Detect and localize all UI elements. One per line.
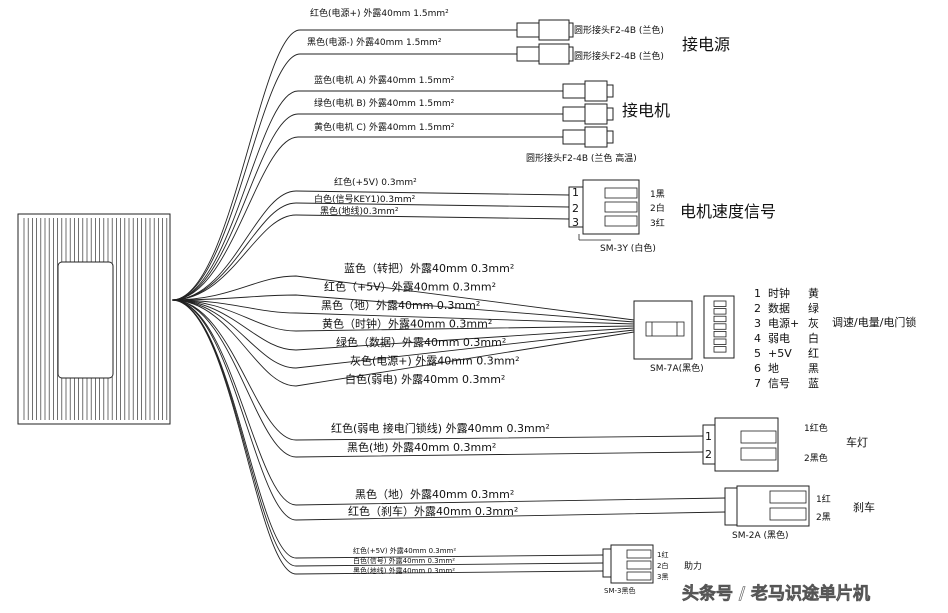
wire-label-brake-black: 黑色（地）外露40mm 0.3mm² — [355, 487, 514, 501]
assist-title: 助力 — [684, 560, 702, 572]
wire-label-assist-red: 红色(+5V) 外露40mm 0.3mm² — [353, 546, 456, 555]
pin-table-number: 2 — [754, 302, 761, 315]
pin-table-color: 黑 — [808, 362, 819, 375]
brake-pin-label-2: 2黑 — [816, 512, 831, 523]
headlight-pin-1: 1 — [705, 430, 712, 443]
pin-table-function: 弱电 — [768, 332, 790, 345]
pin-table-function: 数据 — [768, 301, 790, 315]
power-title: 接电源 — [682, 35, 730, 54]
pin-table-number: 6 — [754, 362, 761, 375]
wire-label-throttle-2: 红色（+5V）外露40mm 0.3mm² — [324, 280, 496, 294]
wire-label-speed-white: 白色(信号KEY1)0.3mm² — [314, 193, 416, 205]
watermark-text: 头条号 / 老马识途单片机 — [682, 583, 870, 604]
power-connector-2 — [516, 43, 574, 65]
speed-connector-label: SM-3Y (白色) — [600, 242, 656, 254]
wire-label-headlight-red: 红色(弱电 接电门锁线) 外露40mm 0.3mm² — [331, 421, 550, 435]
wire-label-speed-black: 黑色(地线)0.3mm² — [320, 205, 399, 217]
throttle-connector — [633, 295, 735, 360]
motor-connector-label: 圆形接头F2-4B (兰色 高温) — [526, 152, 637, 164]
speed-pin-label-1: 1黑 — [650, 189, 665, 200]
wire-label-assist-white: 白色(信号) 外露40mm 0.3mm² — [353, 556, 455, 565]
speed-title: 电机速度信号 — [680, 202, 776, 221]
wire-label-throttle-7: 白色(弱电) 外露40mm 0.3mm² — [345, 372, 505, 386]
pin-table-function: 电源+ — [768, 316, 799, 330]
throttle-connector-slot — [713, 315, 727, 323]
throttle-connector-slot — [713, 323, 727, 330]
pin-table-function: 信号 — [768, 377, 790, 390]
assist-connector — [602, 544, 654, 584]
throttle-connector-label: SM-7A(黑色) — [650, 362, 704, 374]
headlight-title: 车灯 — [846, 435, 868, 449]
wire-label-motor-c: 黄色(电机 C) 外露40mm 1.5mm² — [314, 121, 455, 133]
pin-table-number: 1 — [754, 287, 761, 300]
wire-label-speed-red: 红色(+5V) 0.3mm² — [334, 176, 417, 188]
pin-table-color: 绿 — [808, 301, 819, 315]
throttle-connector-slot — [713, 346, 727, 353]
wire-label-power-red: 红色(电源+) 外露40mm 1.5mm² — [310, 7, 449, 19]
brake-connector-label: SM-2A (黑色) — [732, 529, 789, 541]
wire-label-throttle-1: 蓝色（转把）外露40mm 0.3mm² — [344, 261, 514, 275]
throttle-connector-slot — [713, 300, 727, 307]
wire-label-power-black: 黑色(电源-) 外露40mm 1.5mm² — [307, 36, 442, 48]
motor-connector-b — [562, 103, 614, 125]
throttle-connector-slot — [713, 308, 727, 315]
headlight-pin-label-2: 2黑色 — [804, 452, 828, 464]
headlight-pin-2: 2 — [705, 448, 712, 461]
speed-connector — [568, 179, 640, 241]
throttle-connector-slot — [713, 338, 727, 345]
wire-label-throttle-4: 黄色（时钟）外露40mm 0.3mm² — [322, 317, 492, 331]
wire-label-throttle-3: 黑色（地）外露40mm 0.3mm² — [321, 298, 480, 312]
assist-pin-label-2: 2白 — [657, 561, 668, 570]
pin-table-number: 3 — [754, 317, 761, 330]
pin-table-color: 白 — [808, 331, 819, 345]
throttle-wire-labels: 蓝色（转把）外露40mm 0.3mm² 红色（+5V）外露40mm 0.3mm² 黑… — [321, 261, 520, 386]
pin-table-number: 5 — [754, 347, 761, 360]
speed-pin-1: 1 — [572, 186, 579, 199]
pin-table-function: 地 — [768, 362, 779, 375]
wire-harness — [171, 29, 726, 575]
throttle-title: 调速/电量/电门锁 — [832, 315, 916, 329]
brake-title: 刹车 — [853, 500, 875, 514]
pin-table-color: 黄 — [808, 286, 819, 300]
wire-label-motor-a: 蓝色(电机 A) 外露40mm 1.5mm² — [314, 74, 455, 86]
throttle-connector-slot — [713, 330, 727, 338]
speed-pin-label-3: 3红 — [650, 217, 665, 229]
controller-body — [17, 213, 171, 425]
power-connector-1-label: 圆形接头F2-4B (兰色) — [574, 24, 664, 36]
power-connector-2-label: 圆形接头F2-4B (兰色) — [574, 50, 664, 62]
wire-label-throttle-6: 灰色(电源+) 外露40mm 0.3mm² — [350, 354, 520, 368]
assist-pin-label-1: 1红 — [657, 550, 668, 559]
pin-table-number: 7 — [754, 377, 761, 390]
pin-table-number: 4 — [754, 332, 761, 345]
brake-connector — [724, 485, 810, 527]
headlight-pin-label-1: 1红色 — [804, 422, 828, 434]
pin-table-function: 时钟 — [768, 286, 790, 300]
wire-label-headlight-black: 黑色(地) 外露40mm 0.3mm² — [347, 440, 496, 454]
headlight-connector — [702, 417, 779, 472]
speed-pin-label-2: 2白 — [650, 202, 665, 214]
wire-label-brake-red: 红色（刹车）外露40mm 0.3mm² — [348, 504, 518, 518]
wire-label-motor-b: 绿色(电机 B) 外露40mm 1.5mm² — [314, 97, 455, 109]
speed-pin-3: 3 — [572, 216, 579, 229]
wire-label-assist-black: 黑色(地线) 外露40mm 0.3mm² — [353, 566, 455, 575]
speed-pin-2: 2 — [572, 202, 579, 215]
throttle-connector-pins — [713, 300, 727, 353]
wire-label-throttle-5: 绿色（数据）外露40mm 0.3mm² — [336, 335, 506, 349]
assist-pin-label-3: 3黑 — [657, 573, 668, 581]
motor-title: 接电机 — [622, 101, 670, 120]
motor-connector-a — [562, 80, 614, 102]
pin-table-color: 灰 — [808, 316, 819, 330]
motor-connector-c — [562, 126, 614, 148]
pin-table-color: 蓝 — [808, 377, 819, 390]
assist-connector-label: SM-3黑色 — [604, 586, 635, 595]
brake-pin-label-1: 1红 — [816, 493, 831, 505]
pin-table-color: 红 — [808, 347, 819, 360]
pin-table-function: +5V — [768, 347, 792, 360]
power-connector-1 — [516, 19, 574, 41]
